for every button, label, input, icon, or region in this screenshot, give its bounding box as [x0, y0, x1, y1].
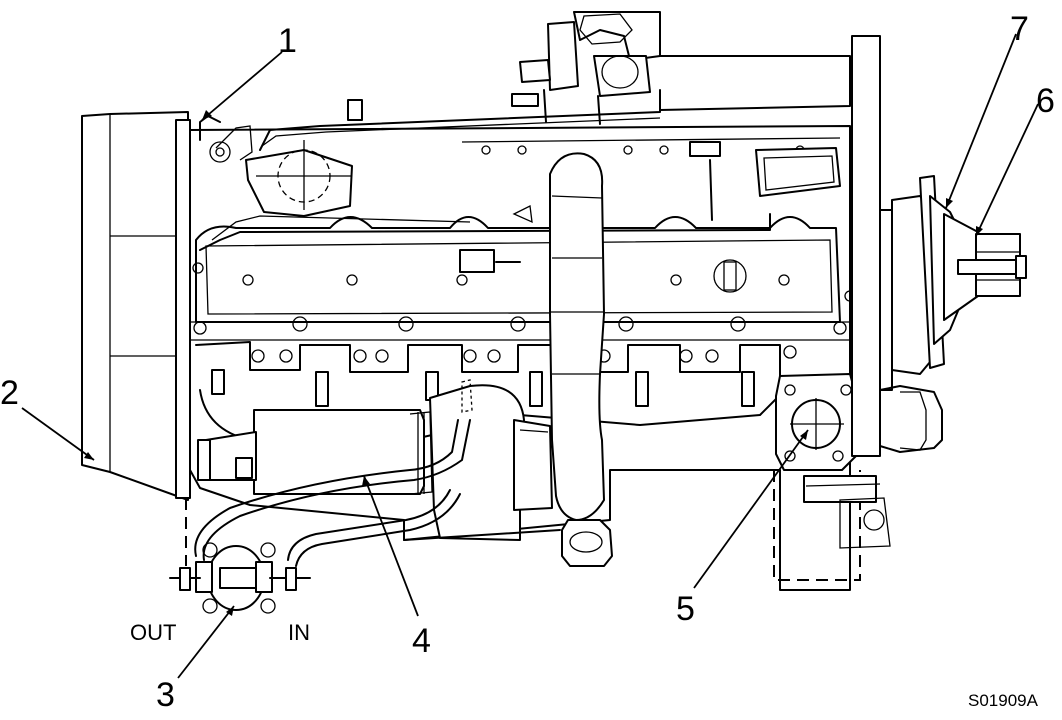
- callout-3: 3: [156, 676, 175, 714]
- figure-id-label: S01909A: [968, 691, 1039, 710]
- fuel-hoses: [194, 419, 471, 567]
- oil-filter-housing: [403, 379, 561, 541]
- head-bolt-row: [189, 316, 851, 341]
- leader-lines: [21, 33, 1039, 679]
- fan-shroud: [81, 111, 191, 566]
- fuel-rail-lines: [199, 89, 841, 273]
- engine-block: [189, 125, 851, 591]
- fuel-filter: [169, 542, 311, 614]
- callout-5: 5: [676, 590, 695, 628]
- callout-6: 6: [1036, 82, 1055, 120]
- callout-1: 1: [278, 22, 297, 60]
- label-out: OUT: [130, 620, 176, 645]
- intake-pipe: [549, 152, 613, 567]
- callout-7: 7: [1010, 10, 1029, 48]
- callout-4: 4: [412, 622, 431, 660]
- front-drive-assembly: [851, 35, 1027, 457]
- callout-2: 2: [0, 374, 19, 412]
- label-in: IN: [288, 620, 310, 645]
- egr-valve-assembly: [511, 11, 851, 125]
